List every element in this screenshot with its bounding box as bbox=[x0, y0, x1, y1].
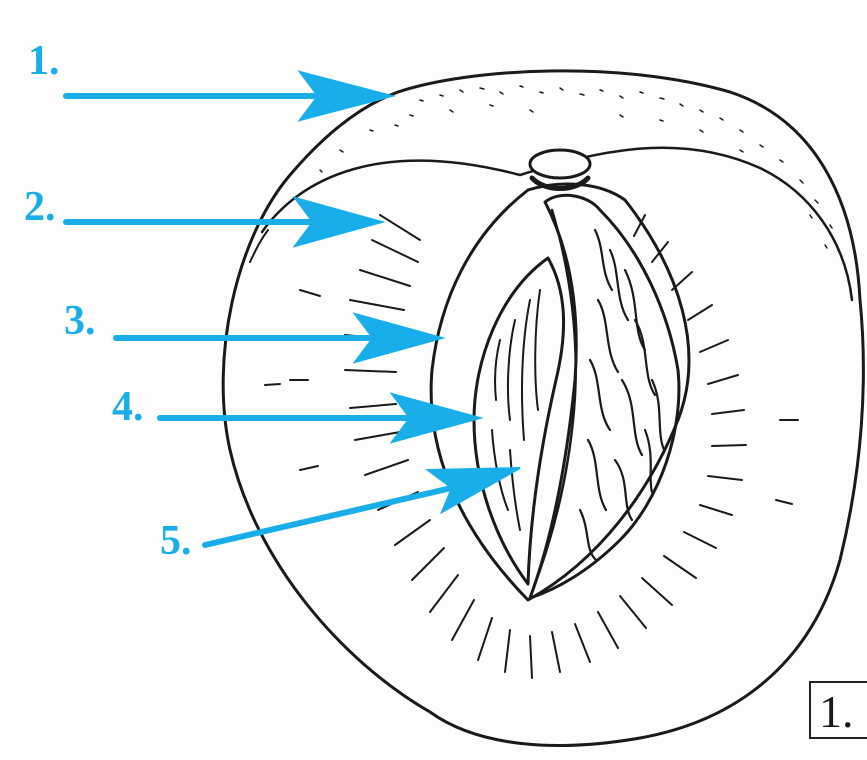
label-1: 1. bbox=[28, 40, 60, 82]
figure-number: 1. bbox=[809, 681, 867, 739]
stem bbox=[530, 150, 590, 178]
label-5: 5. bbox=[160, 520, 192, 562]
label-4: 4. bbox=[112, 386, 144, 428]
endocarp-outline bbox=[431, 184, 689, 600]
label-2: 2. bbox=[24, 186, 56, 228]
label-3: 3. bbox=[64, 300, 96, 342]
